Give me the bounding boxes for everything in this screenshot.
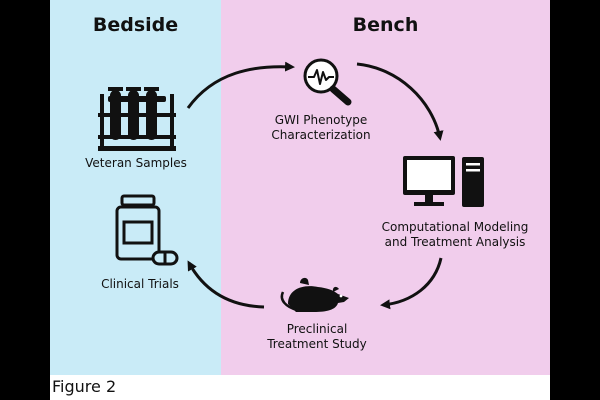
bedside-heading: Bedside xyxy=(92,14,179,36)
test-tubes-icon xyxy=(98,87,176,151)
bedside-panel xyxy=(50,0,221,375)
veteran-samples-label: Veteran Samples xyxy=(85,156,187,170)
caption-strip xyxy=(50,375,550,400)
preclinical-label-line2: Treatment Study xyxy=(267,337,367,351)
modeling-label-line2: and Treatment Analysis xyxy=(384,235,526,249)
cycle-arrows xyxy=(186,61,444,310)
arrow-samples-to-gwi xyxy=(186,61,295,109)
gwi-phenotype-label: GWI Phenotype Characterization xyxy=(256,113,386,143)
computational-modeling-label: Computational Modeling and Treatment Ana… xyxy=(370,220,540,250)
gwi-label-line2: Characterization xyxy=(271,128,371,142)
computer-icon xyxy=(403,156,484,207)
arrow-preclinical-to-clinical xyxy=(187,260,265,309)
clinical-trials-label: Clinical Trials xyxy=(101,277,179,291)
mouse-icon xyxy=(280,277,349,312)
arrow-modeling-to-preclinical xyxy=(380,257,443,310)
figure-caption: Figure 2 xyxy=(52,377,117,396)
pill-bottle-icon xyxy=(115,194,179,266)
bench-heading: Bench xyxy=(352,14,419,36)
modeling-label-line1: Computational Modeling xyxy=(381,220,529,234)
preclinical-label-line1: Preclinical xyxy=(286,322,348,336)
gwi-label-line1: GWI Phenotype xyxy=(274,113,368,127)
magnifier-waveform-icon xyxy=(303,58,352,106)
preclinical-study-label: Preclinical Treatment Study xyxy=(253,322,381,352)
arrow-gwi-to-modeling xyxy=(356,62,444,141)
bench-panel xyxy=(221,0,550,375)
